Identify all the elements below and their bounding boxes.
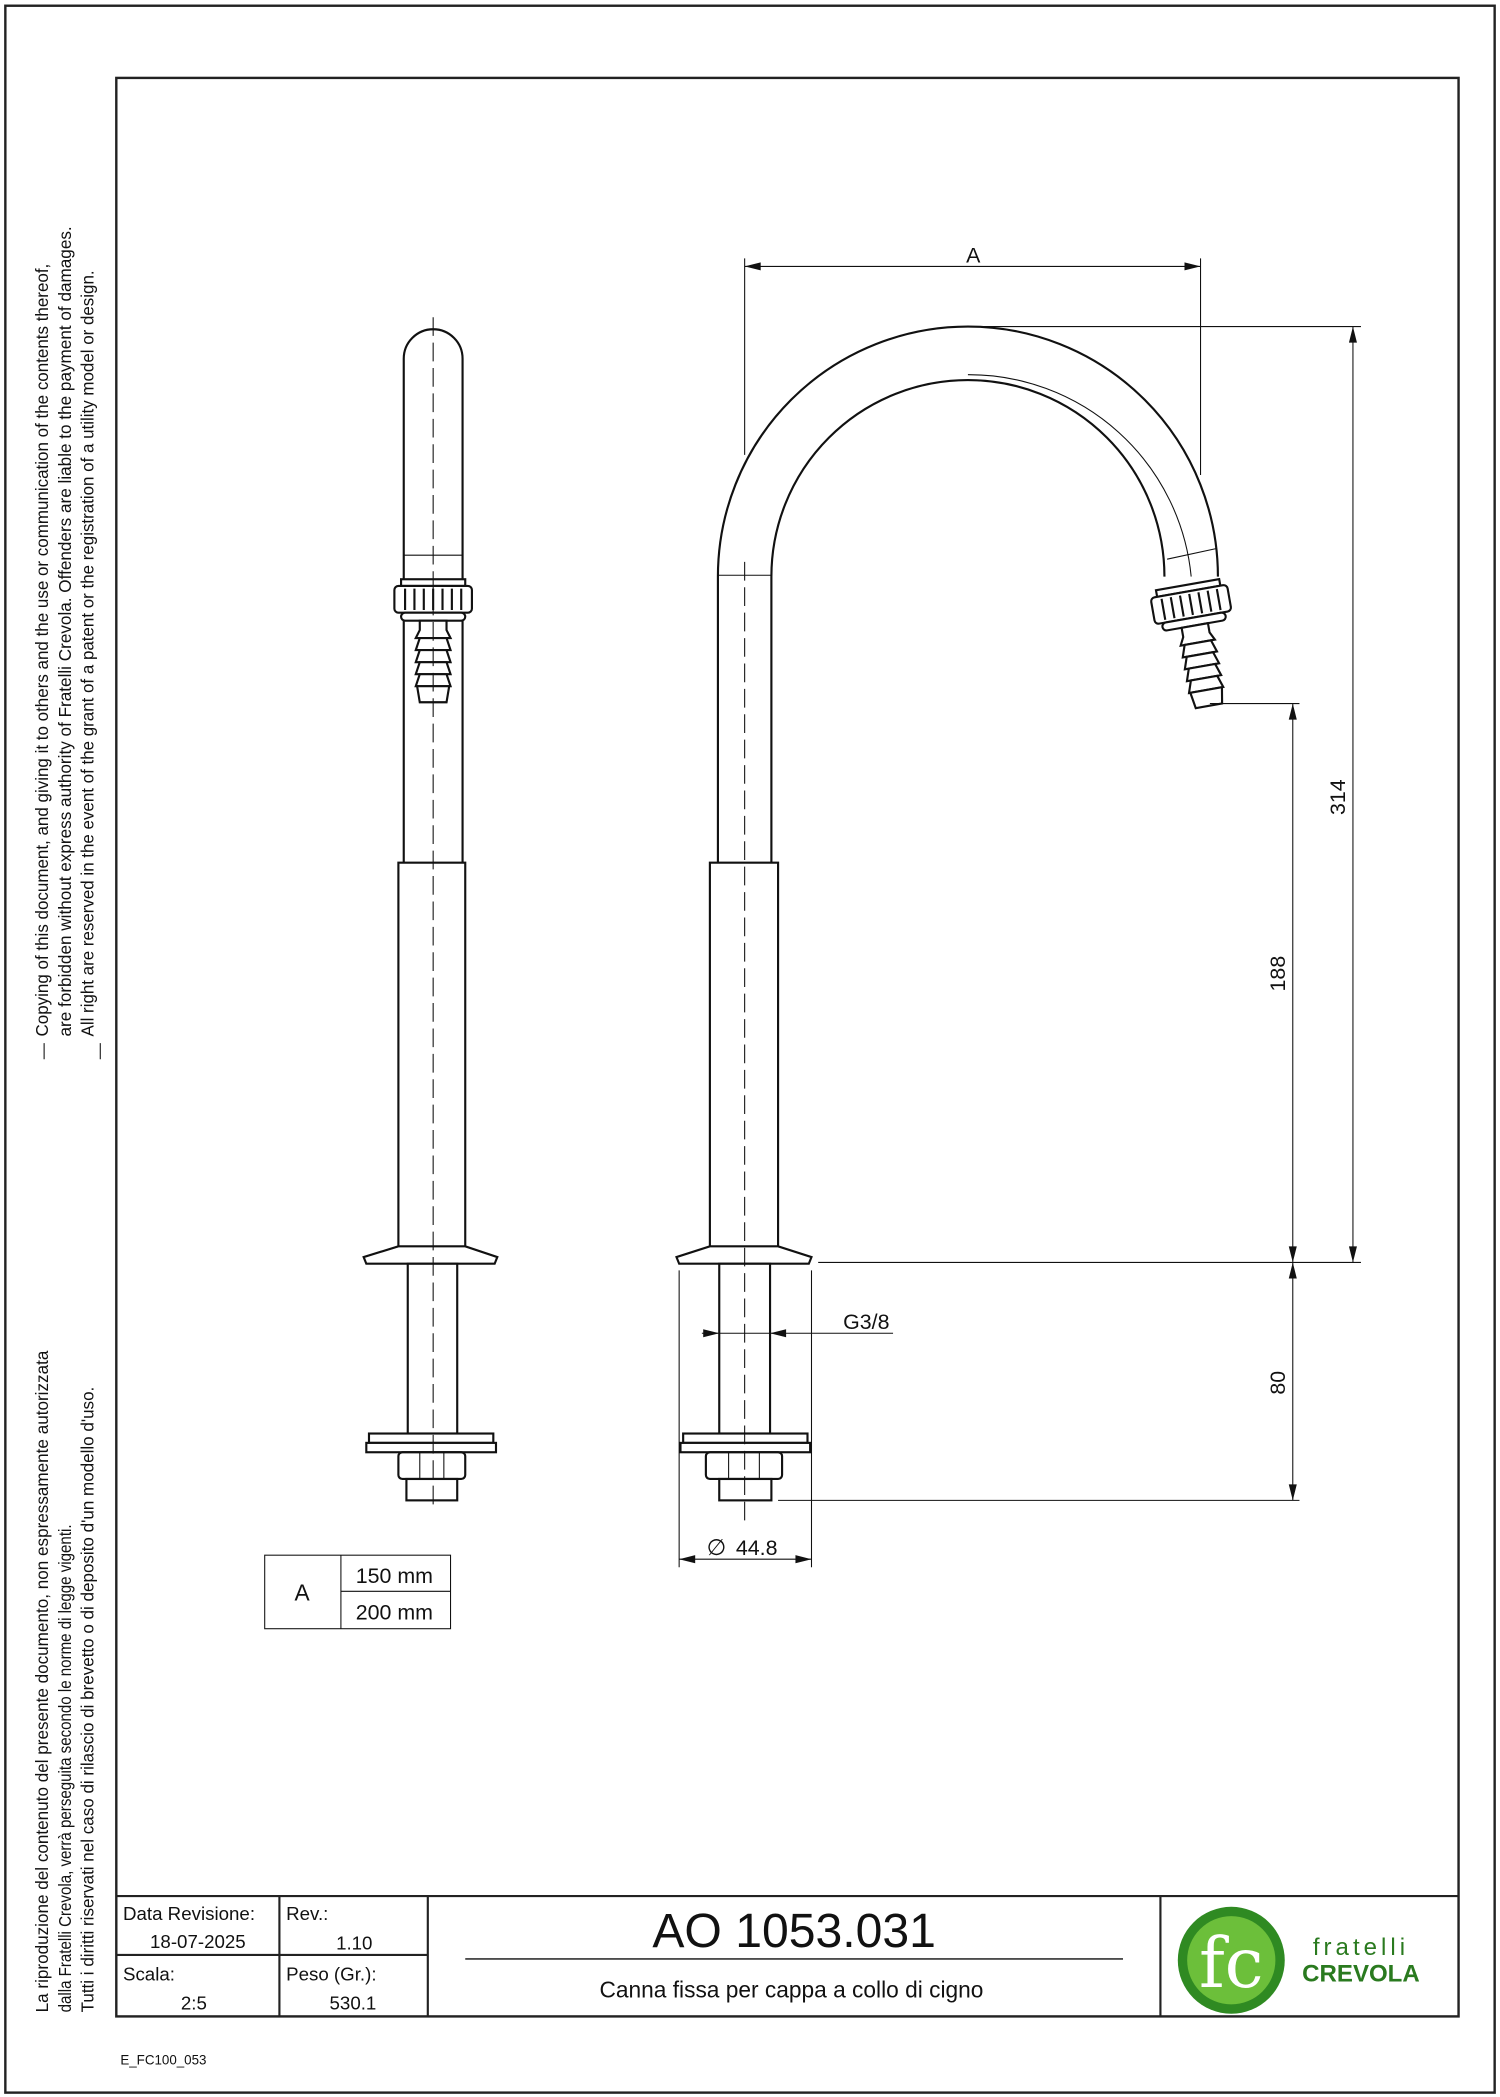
scale-label: Scala:: [123, 1963, 175, 1984]
diameter-label: 44.8: [736, 1536, 778, 1560]
legal-notice-italian: La riproduzione del contenuto del presen…: [32, 1350, 97, 2012]
legal-line: La riproduzione del contenuto del presen…: [32, 1350, 52, 2012]
diameter-icon: ∅: [707, 1534, 727, 1560]
dimension-314-label: 314: [1326, 779, 1350, 815]
outer-border: [4, 4, 1496, 2094]
weight-label: Peso (Gr.):: [286, 1963, 376, 1984]
rev-label: Rev.:: [286, 1903, 328, 1924]
front-view: [675, 325, 1249, 1525]
revision-date: 18-07-2025: [150, 1931, 246, 1952]
legal-line: dalla Fratelli Crevola, verrà perseguita…: [55, 1524, 75, 2012]
dimension-188-label: 188: [1266, 956, 1290, 992]
drawing-frame: [115, 76, 1460, 2018]
variant-table: A 150 mm 200 mm: [264, 1554, 452, 1630]
legal-line: Copying of this document, and giving it …: [32, 264, 52, 1037]
weight-value: 530.1: [330, 1993, 377, 2014]
file-code: E_FC100_053: [120, 2053, 206, 2068]
dimensions: A 314 188 80 G3/8 ∅ 44.8: [678, 243, 1361, 1568]
rev-value: 1.10: [336, 1933, 372, 1954]
dimension-a-label: A: [966, 243, 981, 267]
logo-monogram: fc: [1199, 1923, 1264, 2004]
side-view: [362, 317, 499, 1512]
legal-line: are forbidden without express authority …: [55, 226, 75, 1036]
legal-line: Tutti i diritti riservati nel caso di ri…: [78, 1387, 98, 2013]
revision-date-label: Data Revisione:: [123, 1903, 255, 1924]
table-cell: 150 mm: [356, 1564, 433, 1588]
legal-line: All right are reserved in the event of t…: [78, 270, 98, 1036]
table-label: A: [295, 1580, 311, 1606]
title-block: Data Revisione: 18-07-2025 Rev.: 1.10 Sc…: [116, 1895, 1459, 2017]
thread-label: G3/8: [843, 1310, 889, 1334]
fratelli-crevola-logo: fc fratelli CREVOLA: [1177, 1906, 1420, 2014]
scale-value: 2:5: [181, 1993, 207, 2014]
dimension-80-label: 80: [1266, 1371, 1290, 1395]
logo-text-fratelli: fratelli: [1313, 1934, 1409, 1961]
drawing-description: Canna fissa per cappa a collo di cigno: [599, 1977, 983, 2003]
legal-notice-english: Copying of this document, and giving it …: [32, 226, 101, 1060]
logo-text-crevola: CREVOLA: [1302, 1961, 1420, 1988]
table-cell: 200 mm: [356, 1600, 433, 1624]
drawing-code: AO 1053.031: [652, 1904, 936, 1958]
